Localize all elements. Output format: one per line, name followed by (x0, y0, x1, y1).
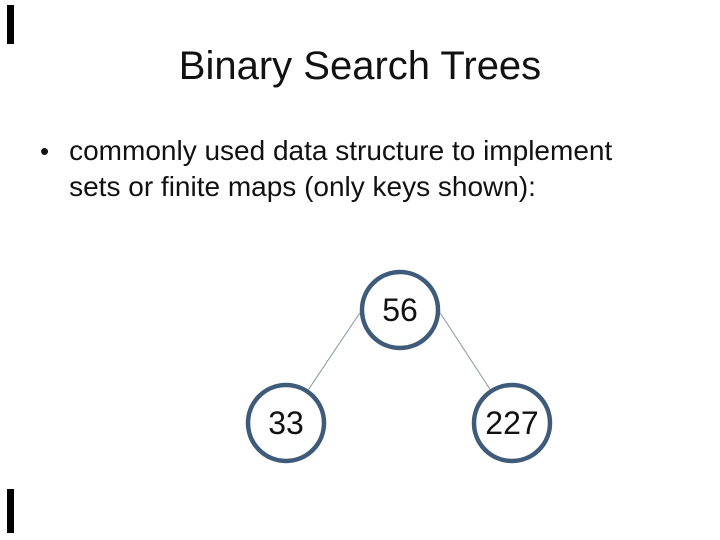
tree-node-circle (471, 382, 553, 464)
tree-node-circle (245, 382, 327, 464)
tree-node-label: 33 (268, 405, 304, 441)
tree-node-label: 227 (485, 405, 538, 441)
bullet-marker: • (40, 136, 50, 166)
tree-edge (307, 312, 361, 390)
slide-title: Binary Search Trees (178, 44, 542, 88)
scan-artifact-bar-top (7, 5, 14, 44)
tree-node-circle (359, 269, 441, 351)
bullet-line-1: commonly used data structure to implemen… (69, 135, 613, 166)
bullet-line-2: sets or finite maps (only keys shown): (69, 171, 536, 202)
tree-edge (439, 312, 491, 390)
scan-artifact-bar-bottom (7, 489, 14, 533)
bullet-item: • commonly used data structure to implem… (40, 133, 680, 205)
bullet-text: commonly used data structure to implemen… (69, 133, 612, 205)
tree-node-label: 56 (382, 292, 418, 328)
